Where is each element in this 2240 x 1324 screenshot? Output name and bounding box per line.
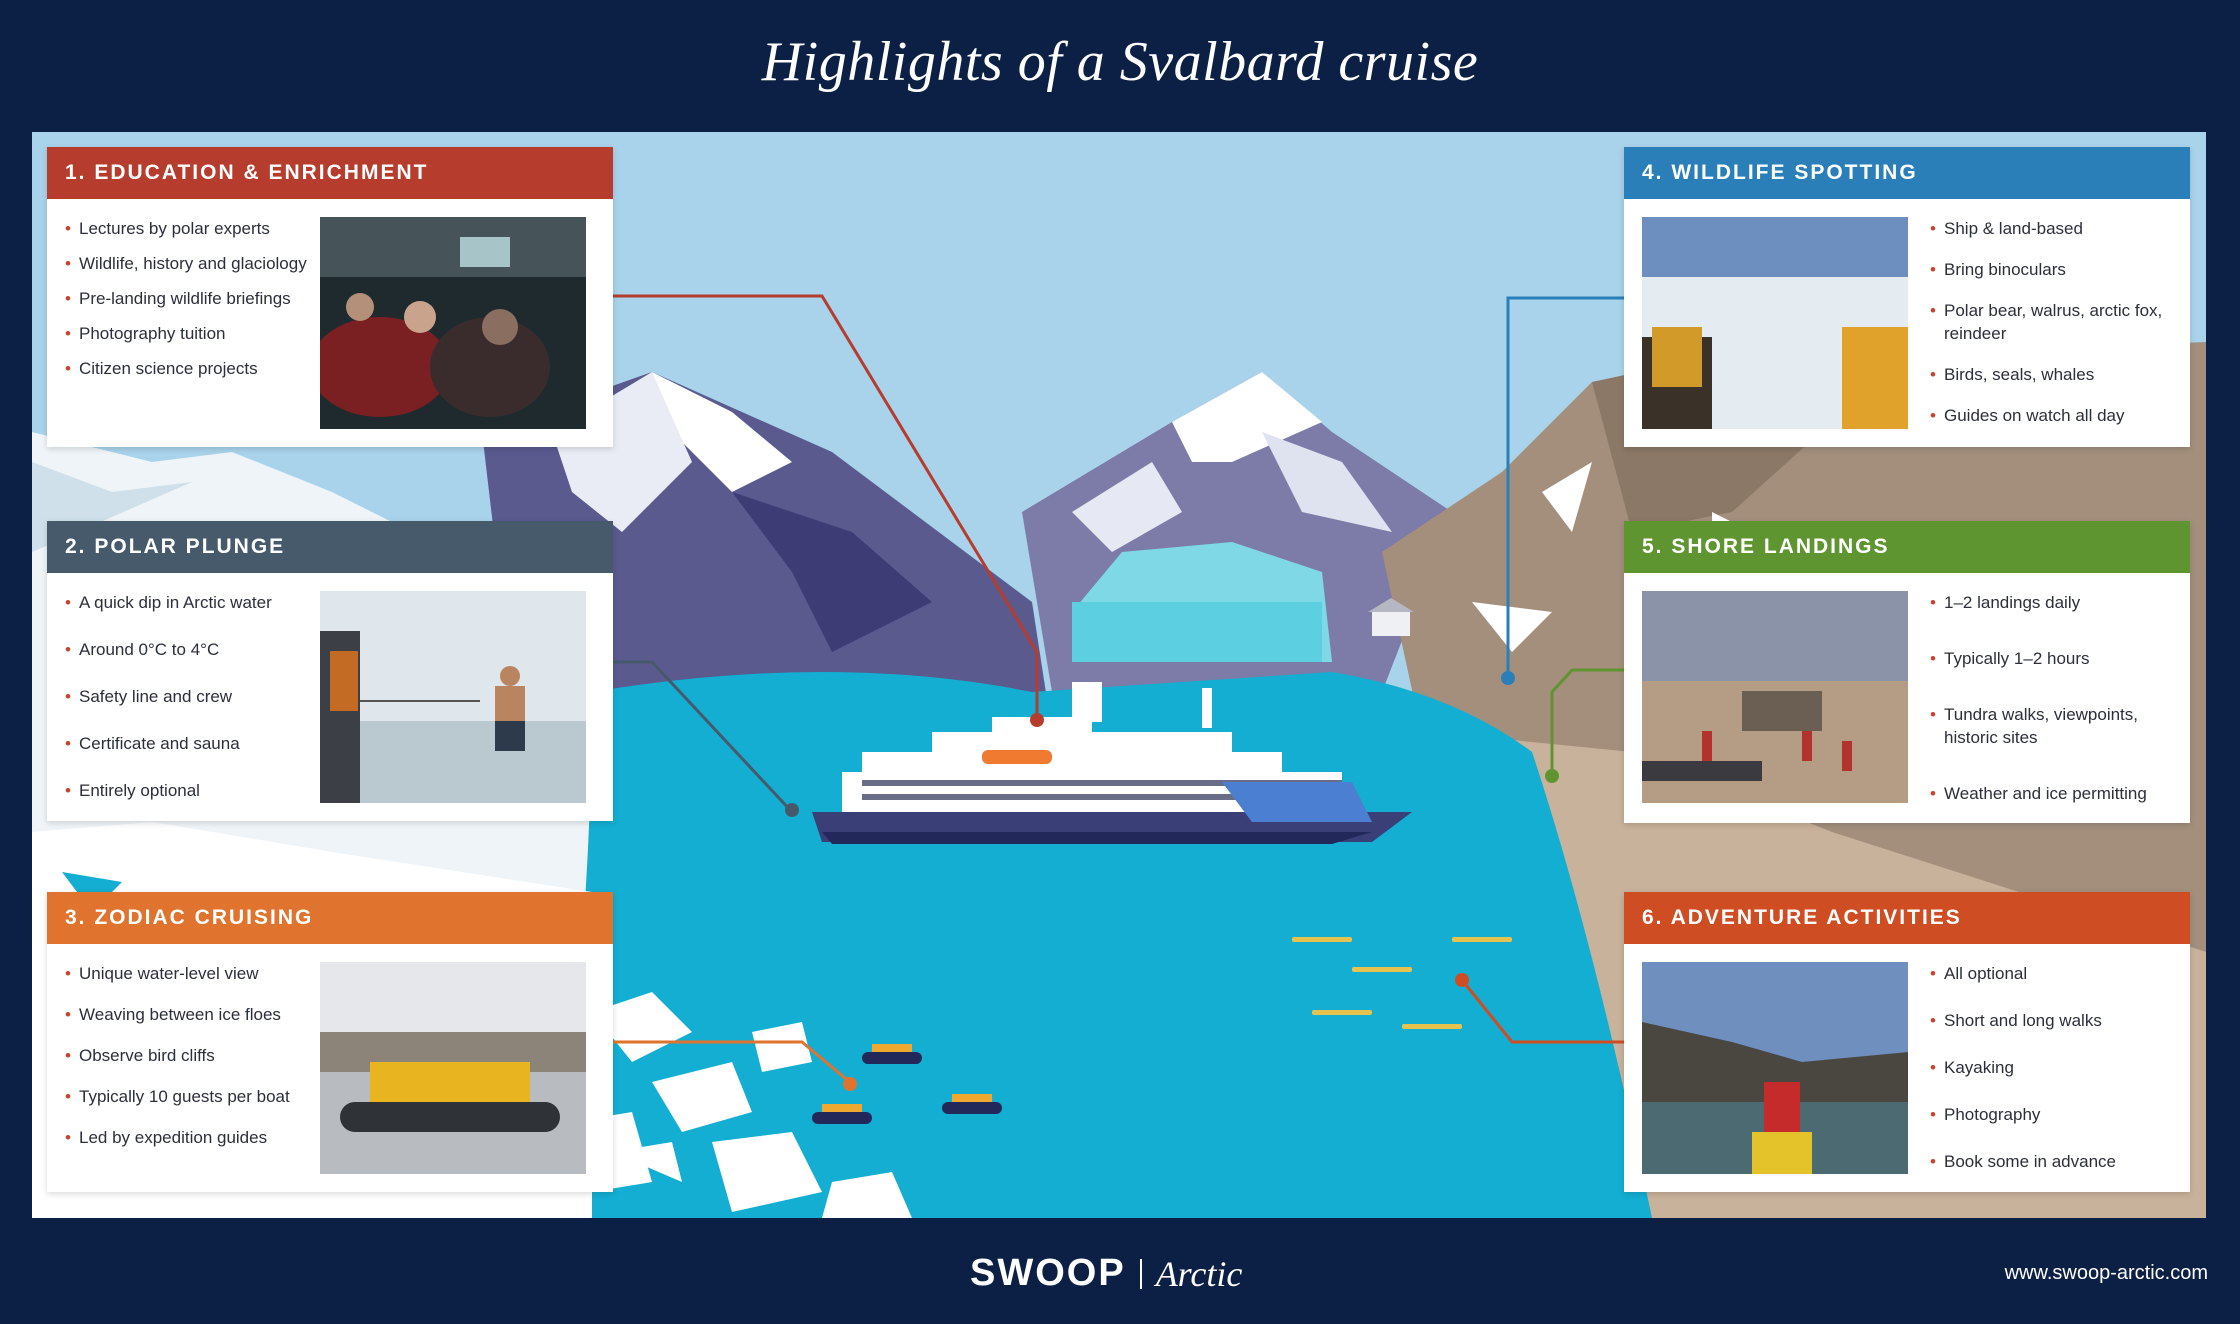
swoop-arctic-logo: SWOOP Arctic xyxy=(970,1252,1242,1295)
list-item: •Guides on watch all day xyxy=(1930,406,2125,425)
list-item: •Ship & land-based xyxy=(1930,219,2083,238)
list-item: •Weather and ice permitting xyxy=(1930,784,2147,803)
list-item: •1–2 landings daily xyxy=(1930,593,2081,612)
logo-wordmark: SWOOP xyxy=(970,1252,1126,1294)
feature-list: •A quick dip in Arctic water •Around 0°C… xyxy=(65,591,320,803)
logo-subtitle: Arctic xyxy=(1155,1253,1243,1294)
card-heading: 5. SHORE LANDINGS xyxy=(1624,521,2190,573)
list-item: •Safety line and crew xyxy=(65,687,233,706)
list-item: •Kayaking xyxy=(1930,1058,2014,1077)
feature-list: •All optional •Short and long walks •Kay… xyxy=(1930,962,2170,1174)
list-item: •Citizen science projects xyxy=(65,359,258,378)
cruise-ship-illustration xyxy=(812,682,1412,844)
adventure-activities-card: 6. ADVENTURE ACTIVITIES •All optional •S… xyxy=(1624,892,2190,1192)
list-item: •Photography tuition xyxy=(65,324,226,343)
list-item: •Pre-landing wildlife briefings xyxy=(65,289,291,308)
card-heading: 6. ADVENTURE ACTIVITIES xyxy=(1624,892,2190,944)
list-item: •A quick dip in Arctic water xyxy=(65,593,272,612)
feature-list: •Unique water-level view •Weaving betwee… xyxy=(65,962,320,1174)
wildlife-spotting-card: 4. WILDLIFE SPOTTING •Ship & land-based … xyxy=(1624,147,2190,447)
shore-landing-photo xyxy=(1642,591,1908,803)
list-item: •Photography xyxy=(1930,1105,2041,1124)
card-heading: 3. ZODIAC CRUISING xyxy=(47,892,613,944)
education-enrichment-card: 1. EDUCATION & ENRICHMENT •Lectures by p… xyxy=(47,147,613,447)
zodiac-boat-photo xyxy=(320,962,586,1174)
page-title: Highlights of a Svalbard cruise xyxy=(761,31,1479,93)
card-heading: 1. EDUCATION & ENRICHMENT xyxy=(47,147,613,199)
card-heading: 4. WILDLIFE SPOTTING xyxy=(1624,147,2190,199)
list-item: •Book some in advance xyxy=(1930,1152,2116,1171)
list-item: •Bring binoculars xyxy=(1930,260,2066,279)
list-item: •Tundra walks, viewpoints, historic site… xyxy=(1930,705,2139,747)
feature-list: •Lectures by polar experts •Wildlife, hi… xyxy=(65,217,320,429)
list-item: •Weaving between ice floes xyxy=(65,1005,281,1024)
list-item: •Birds, seals, whales xyxy=(1930,365,2095,384)
list-item: •All optional xyxy=(1930,964,2028,983)
feature-list: •1–2 landings daily •Typically 1–2 hours… xyxy=(1930,591,2170,805)
list-item: •Unique water-level view xyxy=(65,964,259,983)
list-item: •Polar bear, walrus, arctic fox, reindee… xyxy=(1930,301,2163,343)
wildlife-watch-photo xyxy=(1642,217,1908,429)
list-item: •Led by expedition guides xyxy=(65,1128,268,1147)
polar-plunge-photo xyxy=(320,591,586,803)
list-item: •Typically 10 guests per boat xyxy=(65,1087,290,1106)
kayaking-photo xyxy=(1642,962,1908,1174)
website-url[interactable]: www.swoop-arctic.com xyxy=(2004,1262,2208,1284)
list-item: •Lectures by polar experts xyxy=(65,219,270,238)
list-item: •Certificate and sauna xyxy=(65,734,240,753)
polar-plunge-card: 2. POLAR PLUNGE •A quick dip in Arctic w… xyxy=(47,521,613,821)
logo-divider xyxy=(1139,1258,1142,1289)
card-heading: 2. POLAR PLUNGE xyxy=(47,521,613,573)
list-item: •Wildlife, history and glaciology xyxy=(65,254,307,273)
zodiac-cruising-card: 3. ZODIAC CRUISING •Unique water-level v… xyxy=(47,892,613,1192)
list-item: •Around 0°C to 4°C xyxy=(65,640,220,659)
shore-landings-card: 5. SHORE LANDINGS •1–2 landings daily •T… xyxy=(1624,521,2190,823)
list-item: •Observe bird cliffs xyxy=(65,1046,215,1065)
list-item: •Short and long walks xyxy=(1930,1011,2102,1030)
lecture-audience-photo xyxy=(320,217,586,429)
list-item: •Typically 1–2 hours xyxy=(1930,649,2090,668)
feature-list: •Ship & land-based •Bring binoculars •Po… xyxy=(1930,217,2170,429)
list-item: •Entirely optional xyxy=(65,781,200,800)
